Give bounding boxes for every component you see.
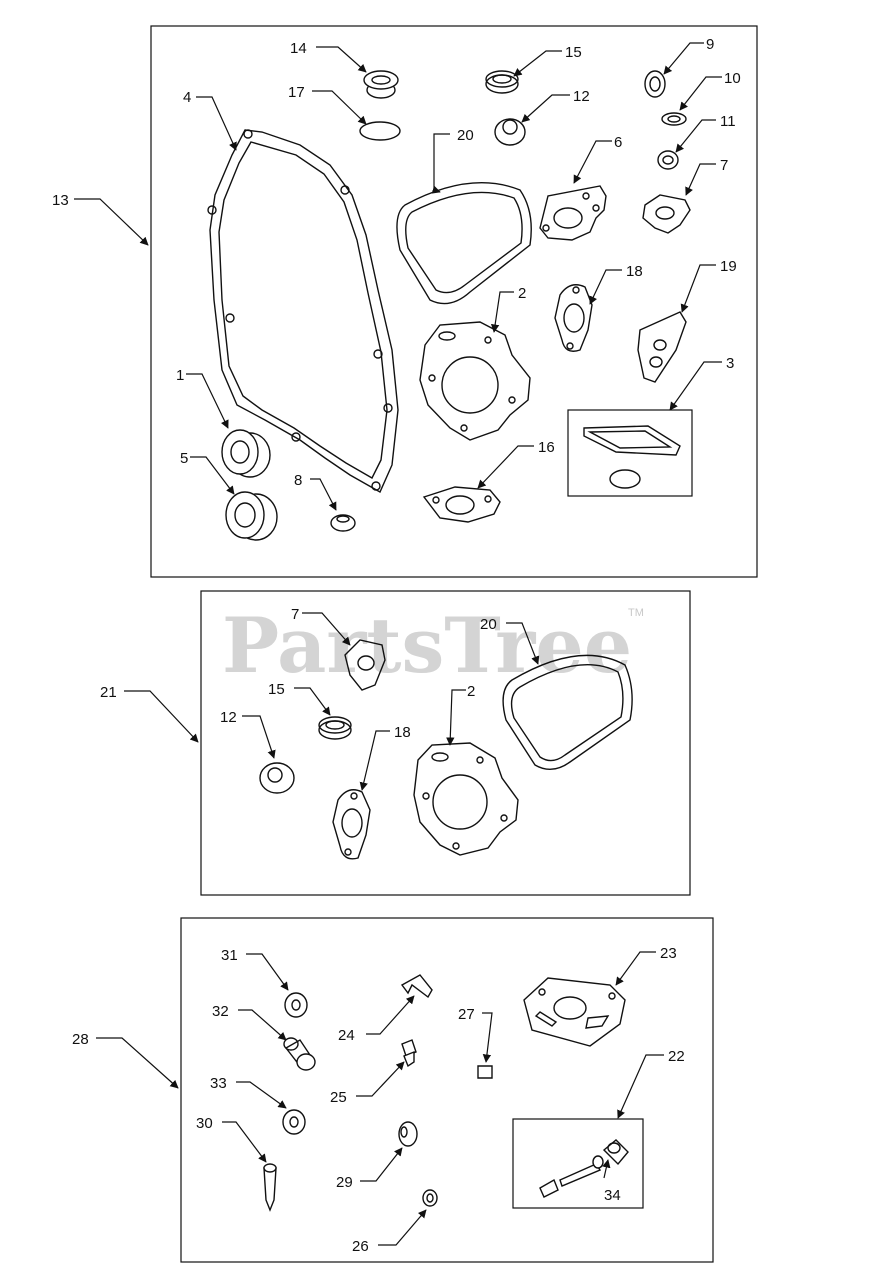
label-26: 26	[352, 1238, 369, 1255]
label-11: 11	[720, 113, 736, 130]
needle-valve-part-34	[602, 1139, 629, 1166]
label-24: 24	[338, 1027, 355, 1044]
label-30: 30	[196, 1115, 213, 1132]
label-6: 6	[614, 134, 622, 151]
needle-part-30	[263, 1163, 277, 1212]
label-18: 18	[626, 263, 643, 280]
head-gasket-part-2b	[413, 742, 519, 856]
carb-kit-box-28	[180, 917, 714, 1263]
seal-part-12b	[259, 762, 295, 794]
label-15b: 15	[268, 681, 285, 698]
fitting-part-32	[283, 1037, 316, 1071]
head-gasket-part-2	[419, 321, 531, 441]
oring-part-17	[359, 121, 401, 141]
label-3: 3	[726, 355, 734, 372]
label-23: 23	[660, 945, 677, 962]
plate-gasket-part-23	[523, 977, 626, 1047]
label-15: 15	[565, 44, 582, 61]
label-10: 10	[724, 70, 741, 87]
washer-part-26	[422, 1189, 438, 1207]
label-4: 4	[183, 89, 191, 106]
gasket-part-3	[583, 425, 681, 489]
oil-seal-part-5	[225, 491, 278, 541]
gasket-set-box-13	[150, 25, 758, 578]
label-14: 14	[290, 40, 307, 57]
label-32: 32	[212, 1003, 229, 1020]
oil-seal-part-1	[221, 429, 271, 478]
seal-part-15	[485, 70, 519, 94]
washer-part-11	[657, 150, 679, 170]
valve-cover-gasket-part-20	[396, 182, 532, 305]
washer-part-10	[661, 112, 687, 126]
seal-part-12	[494, 118, 526, 146]
gasket-part-19	[637, 311, 687, 383]
label-19: 19	[720, 258, 737, 275]
washer-part-29	[398, 1121, 418, 1147]
label-8: 8	[294, 472, 302, 489]
label-29: 29	[336, 1174, 353, 1191]
label-12b: 12	[220, 709, 237, 726]
label-7b: 7	[291, 606, 299, 623]
label-25: 25	[330, 1089, 347, 1106]
label-28: 28	[72, 1031, 89, 1048]
gasket-part-18b	[332, 789, 371, 860]
watermark: PartsTree	[222, 601, 632, 690]
washer-part-9	[644, 70, 666, 98]
gasket-part-7	[642, 194, 691, 234]
label-34: 34	[604, 1187, 621, 1204]
label-5: 5	[180, 450, 188, 467]
label-12: 12	[573, 88, 590, 105]
valve-cover-gasket-part-20b	[502, 654, 633, 770]
label-2b: 2	[467, 683, 475, 700]
label-7: 7	[720, 157, 728, 174]
screw-part-27	[477, 1065, 493, 1079]
label-27: 27	[458, 1006, 475, 1023]
gasket-set-box-21	[200, 590, 691, 896]
gasket-part-16	[422, 486, 501, 523]
label-21: 21	[100, 684, 117, 701]
plug-part-14	[363, 70, 399, 99]
callout-labels: 13 4 14 17 15 12 20 9 10 11 6 7 18 19 2 …	[52, 36, 741, 1255]
callout-lines	[74, 42, 722, 1246]
label-2: 2	[518, 285, 526, 302]
label-20: 20	[457, 127, 474, 144]
label-18b: 18	[394, 724, 411, 741]
watermark-tm: TM	[628, 607, 644, 619]
valve-part-25	[401, 1039, 417, 1068]
label-33: 33	[210, 1075, 227, 1092]
sub-box-3	[567, 409, 693, 497]
label-1: 1	[176, 367, 184, 384]
crankcase-gasket-part	[207, 129, 399, 493]
gasket-part-7b	[344, 639, 386, 691]
spring-screw-part-22	[539, 1155, 604, 1198]
pin-part-24	[400, 974, 433, 999]
sub-box-22	[512, 1118, 644, 1209]
seal-part-8	[330, 514, 356, 532]
label-16: 16	[538, 439, 555, 456]
label-9: 9	[706, 36, 714, 53]
label-17: 17	[288, 84, 305, 101]
label-13: 13	[52, 192, 69, 209]
carb-gasket-part-6	[539, 185, 607, 241]
washer-part-31	[284, 992, 308, 1018]
label-22: 22	[668, 1048, 685, 1065]
label-20b: 20	[480, 616, 497, 633]
gasket-part-18	[554, 284, 593, 352]
label-31: 31	[221, 947, 238, 964]
washer-part-33	[282, 1109, 306, 1135]
seal-part-15b	[318, 716, 352, 740]
